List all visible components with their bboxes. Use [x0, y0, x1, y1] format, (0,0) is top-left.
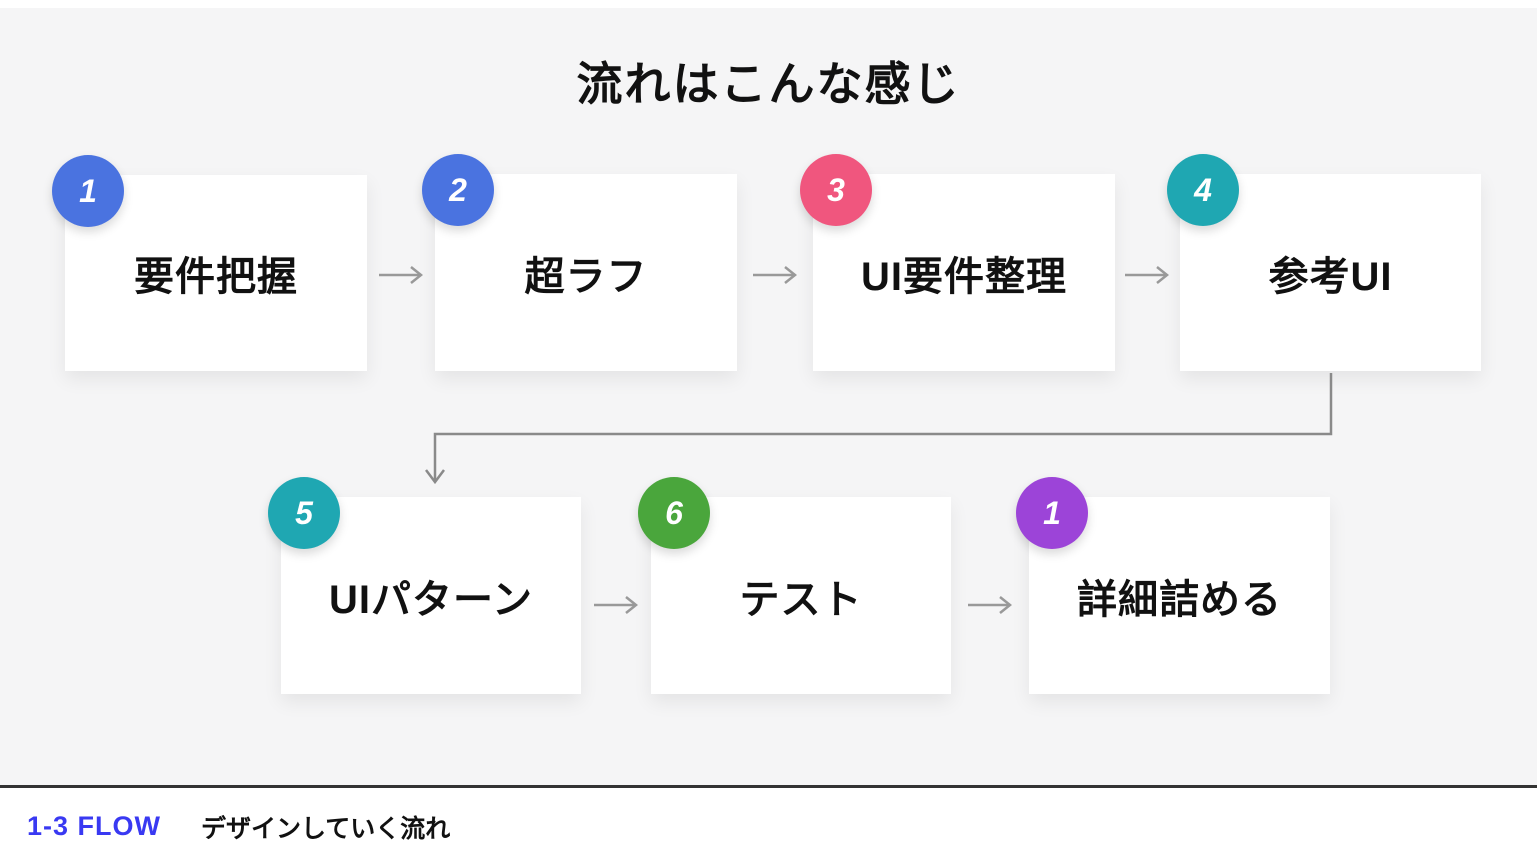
step-number-badge: 4: [1167, 154, 1239, 226]
right-arrow-icon: [594, 596, 639, 614]
step-label: UI要件整理: [861, 254, 1067, 299]
step-number-badge: 1: [1016, 477, 1088, 549]
step-number-badge: 2: [422, 154, 494, 226]
right-arrow-icon: [379, 266, 424, 284]
right-arrow-icon: [968, 596, 1013, 614]
step-label: 超ラフ: [524, 254, 648, 299]
step-label: 詳細詰める: [1077, 577, 1282, 622]
step-number-badge: 5: [268, 477, 340, 549]
footer-bar: 1-3 FLOW デザインしていく流れ: [0, 785, 1537, 865]
step-card-1: 1 要件把握: [52, 155, 367, 371]
step-card-7: 1 詳細詰める: [1016, 477, 1330, 694]
step-label: 参考UI: [1268, 254, 1393, 299]
step-card-6: 6 テスト: [638, 477, 951, 694]
step-card-4: 4 参考UI: [1167, 154, 1481, 371]
step-card-5: 5 UIパターン: [268, 477, 581, 694]
step-card-3: 3 UI要件整理: [800, 154, 1115, 371]
step-label: UIパターン: [329, 577, 533, 622]
step-number-badge: 6: [638, 477, 710, 549]
step-number-badge: 1: [52, 155, 124, 227]
right-arrow-icon: [1125, 266, 1170, 284]
step-label: 要件把握: [134, 255, 298, 299]
step-label: テスト: [739, 577, 863, 622]
footer-section-tag: 1-3 FLOW: [27, 811, 161, 841]
step-card-2: 2 超ラフ: [422, 154, 737, 371]
page-title: 流れはこんな感じ: [576, 58, 961, 110]
step-number-badge: 3: [800, 154, 872, 226]
right-arrow-icon: [753, 266, 798, 284]
top-strip: [0, 0, 1537, 8]
footer-subtitle: デザインしていく流れ: [201, 814, 451, 843]
